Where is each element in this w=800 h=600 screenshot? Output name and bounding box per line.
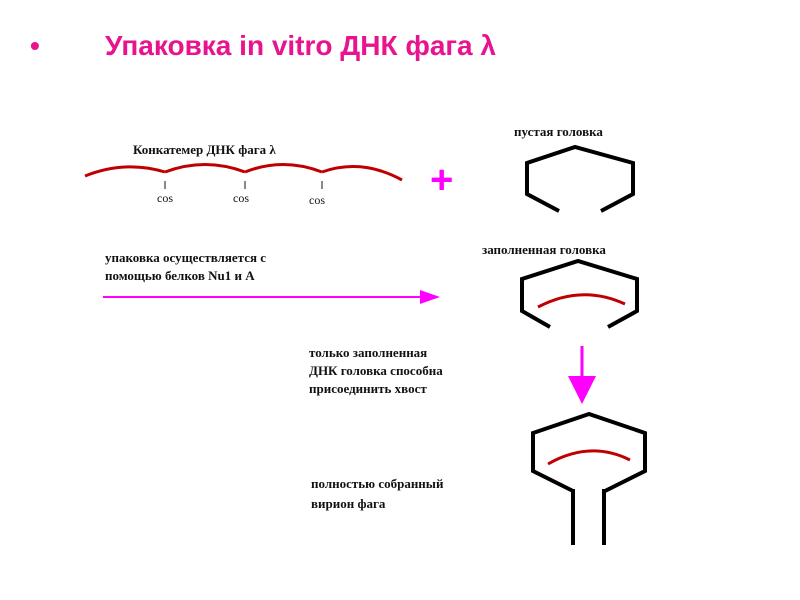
tail-note-line3: присоединить хвост — [309, 381, 427, 396]
title-text: Упаковка in vitro ДНК фага λ — [105, 30, 496, 61]
packaging-text-line2: помощью белков Nu1 и A — [105, 268, 255, 283]
tail-note-line1: только заполненная — [309, 345, 427, 360]
cos-label-1: cos — [157, 191, 173, 205]
virion-label-line1: полностью собранный — [311, 476, 444, 491]
dna-segment — [244, 163, 323, 174]
filled-head — [520, 258, 639, 329]
cos-ticks — [164, 181, 323, 189]
cos-label-2: cos — [233, 191, 249, 205]
virion-dna — [547, 449, 631, 466]
dna-segment — [164, 163, 246, 174]
dna-segment — [321, 165, 403, 182]
title-bullet: • — [30, 30, 40, 61]
cos-label-3: cos — [309, 193, 325, 207]
plus-sign: + — [430, 158, 453, 202]
dna-segment — [84, 165, 166, 178]
virion-label-line2: вирион фага — [311, 496, 386, 511]
filled-head-label: заполненная головка — [482, 242, 606, 257]
complete-virion — [531, 411, 647, 545]
empty-head — [525, 144, 635, 213]
packaging-text-line1: упаковка осуществляется с — [105, 250, 266, 265]
concatemer-dna — [84, 163, 403, 182]
empty-head-label: пустая головка — [514, 124, 603, 139]
packaged-dna — [537, 293, 626, 309]
packaging-arrow — [103, 290, 440, 304]
tail-note-line2: ДНК головка способна — [309, 363, 443, 378]
down-arrow — [568, 346, 596, 404]
concatemer-label: Конкатемер ДНК фага λ — [133, 142, 276, 157]
